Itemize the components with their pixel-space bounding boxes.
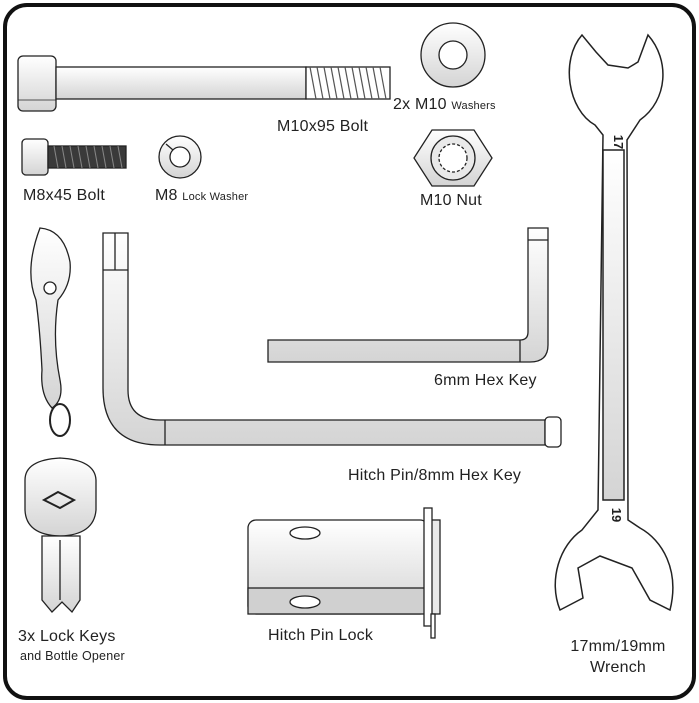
diagram-border	[3, 3, 696, 700]
m10-nut-drawing	[413, 129, 493, 187]
hitch-pin-lock-drawing	[247, 507, 441, 639]
wrench-drawing: 17 19	[554, 33, 674, 612]
m10x95-bolt-label: M10x95 Bolt	[277, 118, 369, 135]
hitch-pin-lock-label: Hitch Pin Lock	[268, 627, 374, 644]
m10x95-bolt-drawing	[17, 55, 391, 112]
m10-washer-drawing	[420, 22, 486, 88]
wrench-size-19: 19	[609, 508, 624, 522]
m10-washers-qty: 2x	[393, 96, 411, 113]
m10-washers-size: M10	[414, 96, 447, 113]
lock-keys-sub-label: and Bottle Opener	[20, 649, 125, 663]
m8x45-bolt-label: M8x45 Bolt	[23, 187, 106, 204]
lock-keys-drawing	[24, 227, 97, 614]
wrench-label-line2: Wrench	[589, 659, 647, 676]
hitch-pin-hex-key-label: Hitch Pin/8mm Hex Key	[348, 467, 522, 484]
hex-key-6mm-drawing	[267, 227, 549, 363]
m8-lock-washer-drawing	[158, 135, 202, 179]
m10-washers-label: 2x M10 Washers	[393, 96, 496, 114]
lock-keys-label: 3x Lock Keys	[18, 628, 116, 645]
m8x45-bolt-drawing	[21, 138, 127, 176]
m8-lock-washer-size: M8	[155, 187, 178, 204]
hitch-pin-hex-key-drawing	[102, 232, 562, 448]
m8-lock-washer-sub: Lock Washer	[182, 191, 249, 203]
hex-key-6mm-label: 6mm Hex Key	[434, 372, 537, 389]
m10-nut-label: M10 Nut	[420, 192, 482, 209]
m10-washers-sub: Washers	[451, 100, 496, 112]
wrench-label-line1: 17mm/19mm	[570, 638, 666, 655]
m8-lock-washer-label: M8 Lock Washer	[155, 187, 248, 205]
wrench-size-17: 17	[611, 135, 626, 149]
